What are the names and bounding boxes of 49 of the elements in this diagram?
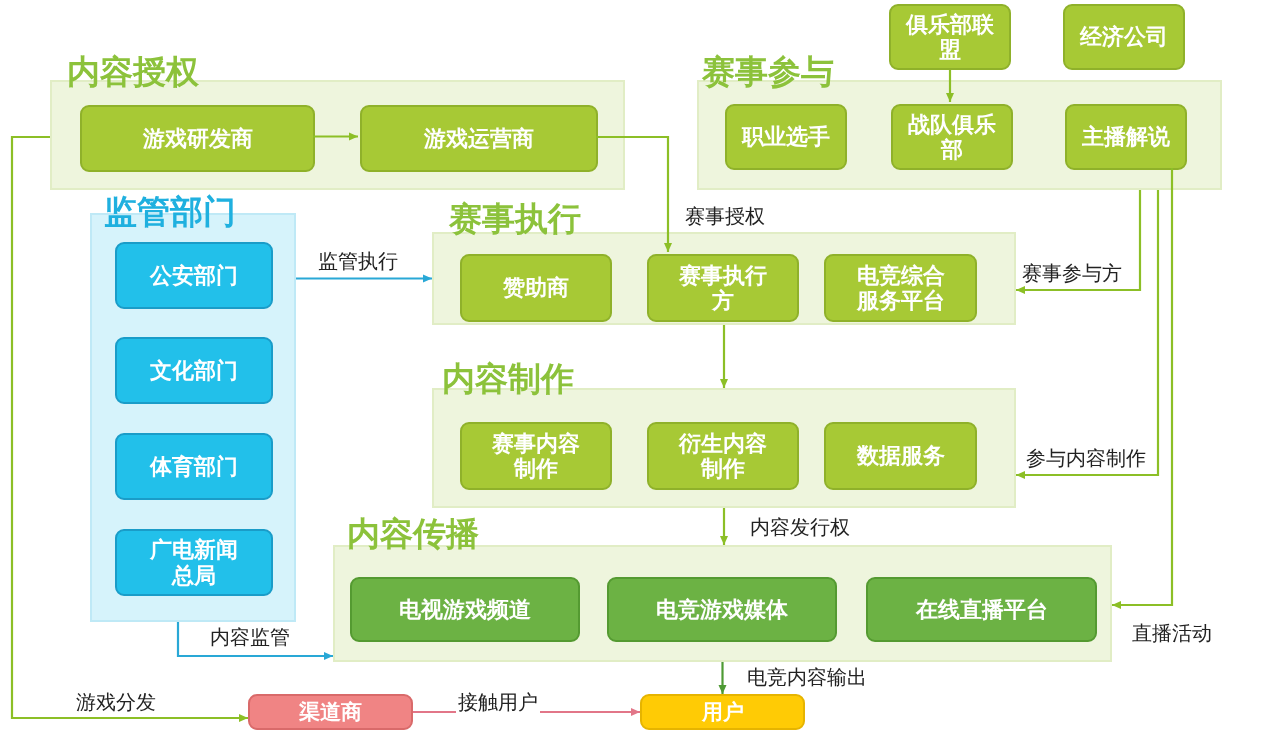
process-box: 俱乐部联盟 <box>889 4 1011 70</box>
arrow <box>720 508 728 545</box>
process-box: 主播解说 <box>1065 104 1187 170</box>
edge-label: 内容发行权 <box>748 516 852 538</box>
group-heading: 监管部门 <box>104 195 236 228</box>
arrow <box>1016 190 1160 479</box>
edge-label: 参与内容制作 <box>1024 447 1148 469</box>
edge-label: 赛事参与方 <box>1020 262 1124 284</box>
group-heading: 内容制作 <box>442 362 574 395</box>
arrow <box>596 135 672 252</box>
process-box: 游戏运营商 <box>360 105 598 172</box>
process-box: 电竞综合服务平台 <box>824 254 977 322</box>
process-box: 公安部门 <box>115 242 273 309</box>
arrow <box>176 622 333 660</box>
process-box: 数据服务 <box>824 422 977 490</box>
process-box: 电视游戏频道 <box>350 577 580 642</box>
process-box: 文化部门 <box>115 337 273 404</box>
arrow <box>720 325 728 388</box>
arrow <box>1016 190 1142 294</box>
group-heading: 赛事参与 <box>702 55 834 88</box>
process-box: 职业选手 <box>725 104 847 170</box>
edge-label: 监管执行 <box>316 250 400 272</box>
edge-label: 内容监管 <box>208 626 292 648</box>
group-heading: 赛事执行 <box>449 202 581 235</box>
process-box: 赞助商 <box>460 254 612 322</box>
arrow <box>1112 168 1174 609</box>
group-heading: 内容授权 <box>67 55 199 88</box>
process-box: 战队俱乐部 <box>891 104 1013 170</box>
process-box: 在线直播平台 <box>866 577 1097 642</box>
arrow <box>718 662 727 694</box>
arrow <box>10 135 248 722</box>
process-box: 广电新闻总局 <box>115 529 273 596</box>
process-box: 用户 <box>640 694 805 730</box>
edge-label: 游戏分发 <box>74 691 158 713</box>
arrow <box>296 274 432 283</box>
edge-label: 直播活动 <box>1130 622 1214 644</box>
process-box: 电竞游戏媒体 <box>607 577 837 642</box>
group-heading: 内容传播 <box>347 517 479 550</box>
edge-label: 赛事授权 <box>683 205 767 227</box>
process-box: 体育部门 <box>115 433 273 500</box>
process-box: 赛事内容制作 <box>460 422 612 490</box>
arrow <box>313 132 358 141</box>
process-box: 游戏研发商 <box>80 105 315 172</box>
process-box: 经济公司 <box>1063 4 1185 70</box>
arrow <box>946 70 954 102</box>
process-box: 渠道商 <box>248 694 413 730</box>
process-box: 赛事执行方 <box>647 254 799 322</box>
edge-label: 接触用户 <box>456 691 540 713</box>
process-box: 衍生内容制作 <box>647 422 799 490</box>
